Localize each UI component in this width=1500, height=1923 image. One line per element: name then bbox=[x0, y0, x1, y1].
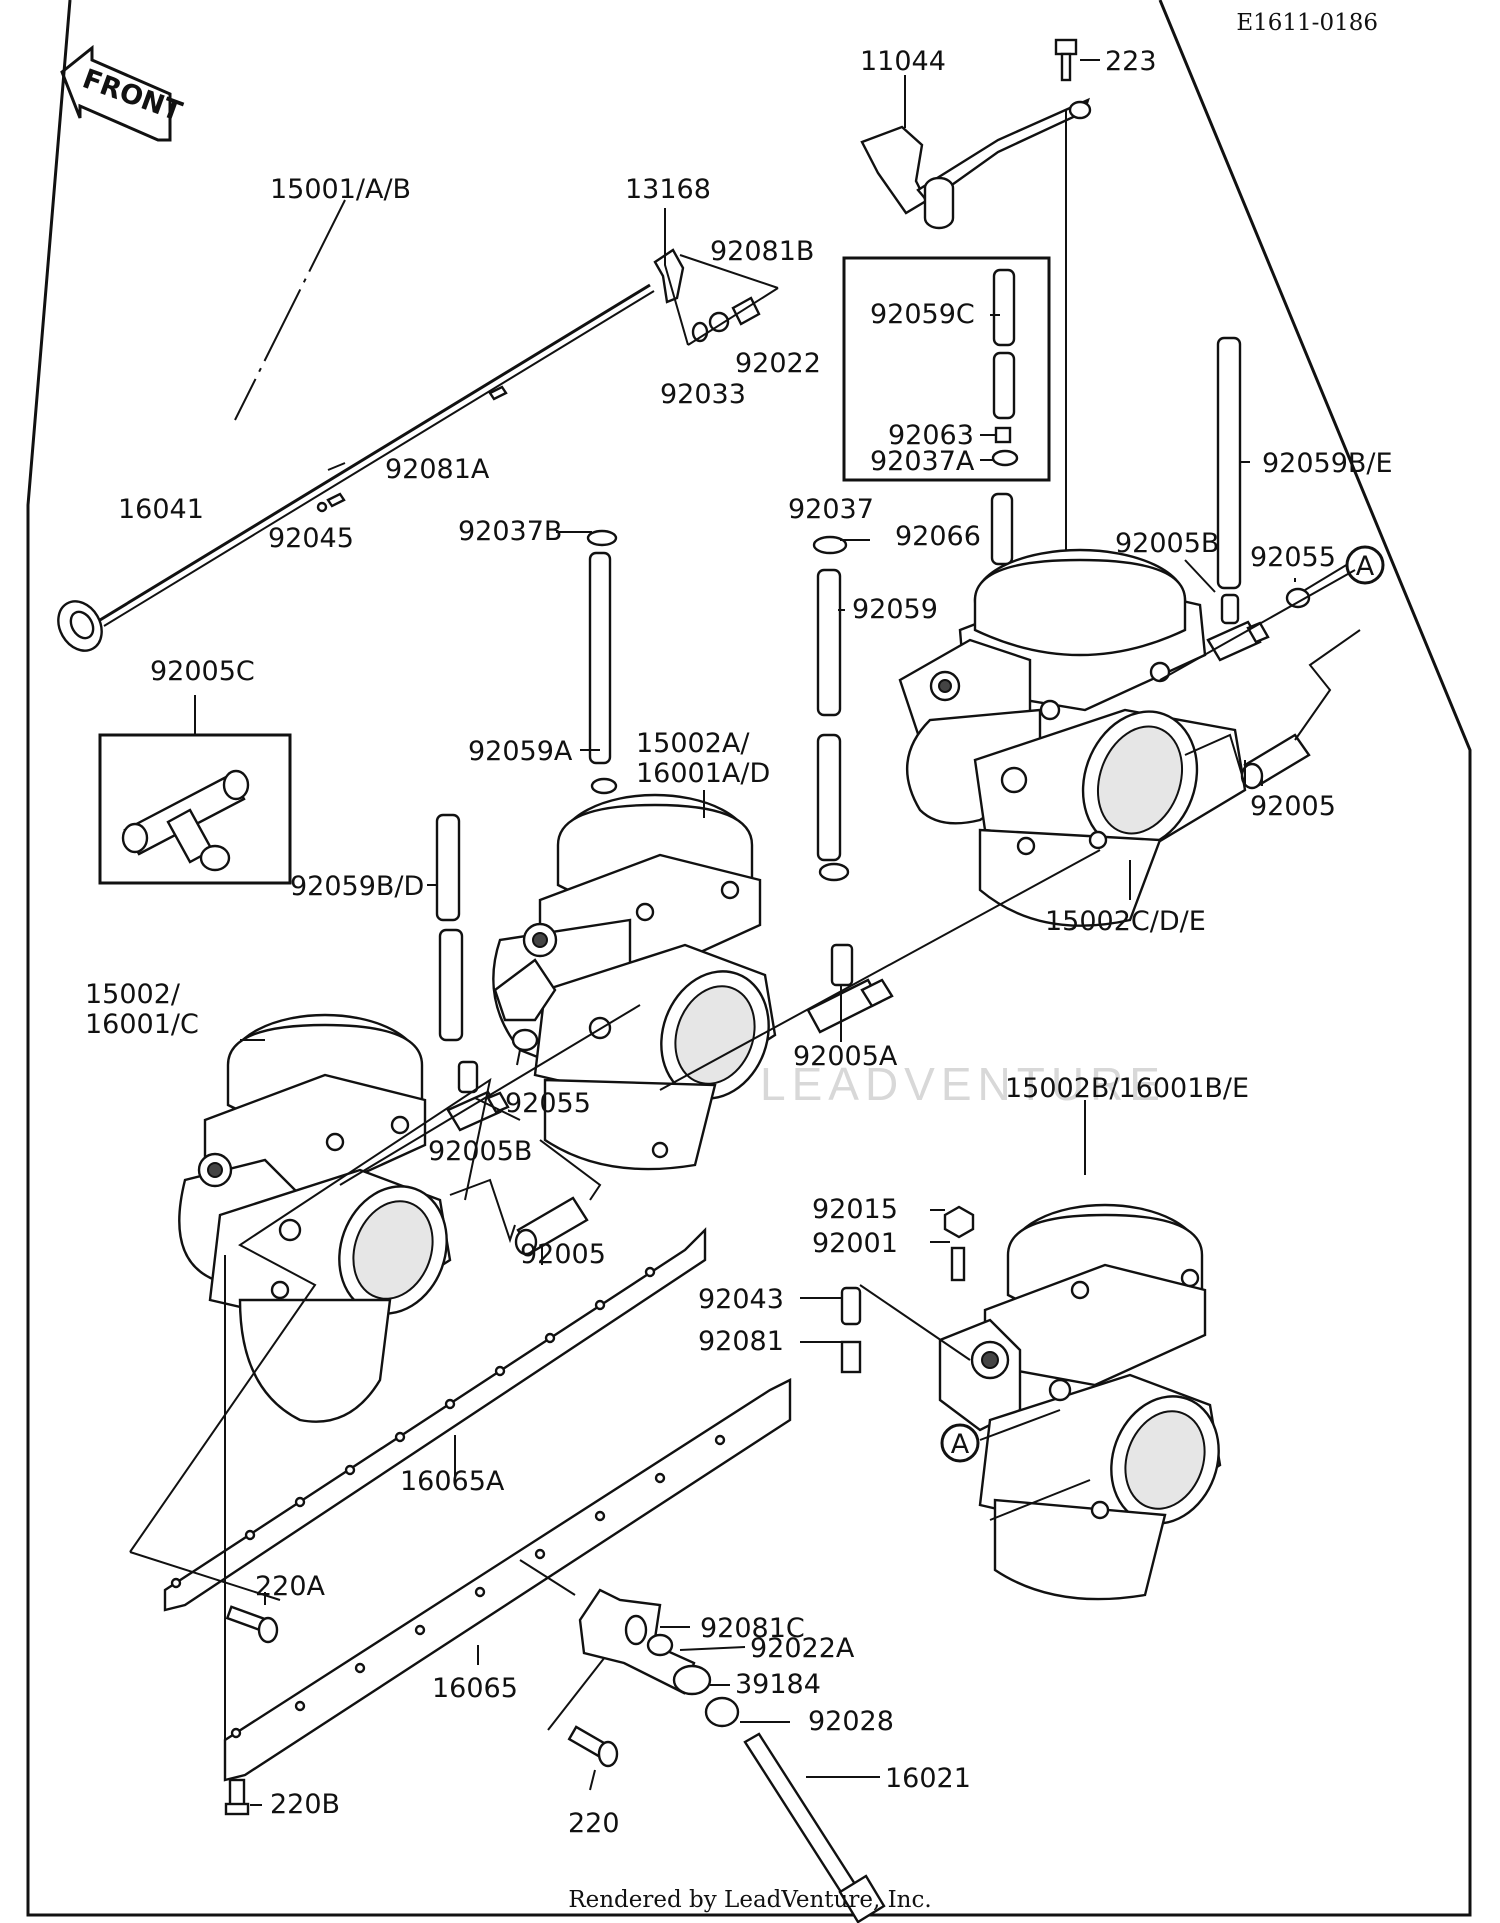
label-16021: 16021 bbox=[885, 1763, 971, 1794]
diagram-code: E1611-0186 bbox=[1236, 10, 1378, 36]
watermark: LEADVENTURE bbox=[760, 1058, 1166, 1110]
spring-92081 bbox=[840, 1340, 862, 1374]
label-92037b: 92037B bbox=[458, 516, 562, 547]
label-13168: 13168 bbox=[625, 174, 711, 205]
label-92081a: 92081A bbox=[385, 454, 490, 485]
label-15002-line2: 16001/C bbox=[85, 1009, 199, 1040]
pin-92043 bbox=[840, 1286, 862, 1326]
label-15002cde: 15002C/D/E bbox=[1045, 906, 1206, 937]
label-92066: 92066 bbox=[895, 521, 981, 552]
label-92005b-middle: 92005B bbox=[428, 1136, 532, 1167]
front-arrow-icon: FRONT bbox=[60, 44, 186, 142]
tube-92059be bbox=[1216, 336, 1242, 590]
label-92059bd: 92059B/D bbox=[290, 871, 424, 902]
label-92022a: 92022A bbox=[750, 1633, 855, 1664]
label-92059a: 92059A bbox=[468, 736, 573, 767]
diagram-frame bbox=[26, 0, 1472, 1917]
label-92005c: 92005C bbox=[150, 656, 255, 687]
label-92081: 92081 bbox=[698, 1326, 784, 1357]
label-92081c: 92081C bbox=[700, 1613, 805, 1644]
fitting-92063 bbox=[994, 426, 1012, 444]
svg-text:FRONT: FRONT bbox=[78, 63, 186, 128]
label-220: 220 bbox=[568, 1808, 620, 1839]
label-11044: 11044 bbox=[860, 46, 946, 77]
screw-220b bbox=[224, 1778, 250, 1816]
label-92033: 92033 bbox=[660, 379, 746, 410]
adjuster-screw-16021 bbox=[743, 1732, 886, 1923]
label-92059c: 92059C bbox=[870, 299, 975, 330]
label-16065a: 16065A bbox=[400, 1466, 505, 1497]
label-92022: 92022 bbox=[735, 348, 821, 379]
label-92005a: 92005A bbox=[793, 1041, 898, 1072]
label-223: 223 bbox=[1105, 46, 1157, 77]
nut-92015 bbox=[943, 1205, 975, 1239]
label-92005-middle: 92005 bbox=[520, 1239, 606, 1270]
label-16041: 16041 bbox=[118, 494, 204, 525]
label-92005b-top: 92005B bbox=[1115, 528, 1219, 559]
svg-text:A: A bbox=[1356, 551, 1375, 582]
tube-92066 bbox=[990, 492, 1014, 566]
part-labels: 11044 223 15001/A/B 13168 92081B 92022 9… bbox=[85, 46, 1393, 1839]
label-92063: 92063 bbox=[888, 420, 974, 451]
label-92005-right: 92005 bbox=[1250, 791, 1336, 822]
screw-223 bbox=[1054, 38, 1078, 82]
cable-bracket bbox=[860, 97, 1092, 230]
label-15002a-line1: 15002A/ bbox=[636, 728, 750, 759]
footer-credit: Rendered by LeadVenture, Inc. bbox=[568, 1887, 931, 1913]
label-92043: 92043 bbox=[698, 1284, 784, 1315]
carburetor-15002cde bbox=[898, 548, 1247, 927]
label-39184: 39184 bbox=[735, 1669, 821, 1700]
carburetor-15002 bbox=[178, 1013, 452, 1423]
label-15002b: 15002B/16001B/E bbox=[1005, 1073, 1249, 1104]
tube-92059 bbox=[816, 568, 842, 717]
callout-a-bottom: A bbox=[940, 1423, 980, 1463]
label-92015: 92015 bbox=[812, 1194, 898, 1225]
label-16065: 16065 bbox=[432, 1673, 518, 1704]
screw-220 bbox=[567, 1725, 619, 1768]
throttle-stop-bracket bbox=[578, 1588, 740, 1728]
rail-16065 bbox=[223, 1378, 792, 1782]
fitting-92005-middle bbox=[514, 1196, 589, 1256]
rail-16065a bbox=[163, 1227, 707, 1612]
screw-92001 bbox=[950, 1246, 966, 1282]
tube-92059bd bbox=[435, 813, 461, 922]
fitting-92005b-top bbox=[1206, 593, 1270, 662]
carburetor-15002b bbox=[938, 1203, 1222, 1601]
tube-kit-box bbox=[842, 256, 1051, 482]
fitting-92005a bbox=[806, 943, 894, 1034]
label-92081b: 92081B bbox=[710, 236, 814, 267]
label-15002-line1: 15002/ bbox=[85, 979, 181, 1010]
oring-92055-middle bbox=[511, 1028, 539, 1052]
tube-92059c bbox=[992, 268, 1016, 420]
fitting-92005b-middle bbox=[446, 1060, 510, 1132]
oring-92055-top bbox=[1285, 587, 1311, 609]
fitting-92005c bbox=[121, 769, 250, 872]
tube-92059a bbox=[588, 551, 612, 765]
label-92037a: 92037A bbox=[870, 446, 975, 477]
label-15002a-line2: 16001A/D bbox=[636, 758, 770, 789]
label-92059be: 92059B/E bbox=[1262, 448, 1393, 479]
label-15001: 15001/A/B bbox=[270, 174, 411, 205]
leader-lines bbox=[194, 59, 1349, 1806]
label-220a: 220A bbox=[255, 1571, 326, 1602]
screw-220a bbox=[225, 1605, 279, 1644]
clip-92037a bbox=[991, 449, 1019, 467]
label-92001: 92001 bbox=[812, 1228, 898, 1259]
fitting-92005-right bbox=[1240, 733, 1311, 790]
label-92028: 92028 bbox=[808, 1706, 894, 1737]
label-92045: 92045 bbox=[268, 523, 354, 554]
svg-text:A: A bbox=[951, 1429, 970, 1460]
label-220b: 220B bbox=[270, 1789, 340, 1820]
callout-a-top: A bbox=[1345, 545, 1385, 585]
label-92055-top: 92055 bbox=[1250, 542, 1336, 573]
label-92059: 92059 bbox=[852, 594, 938, 625]
label-92037: 92037 bbox=[788, 494, 874, 525]
label-92055-middle: 92055 bbox=[505, 1088, 591, 1119]
